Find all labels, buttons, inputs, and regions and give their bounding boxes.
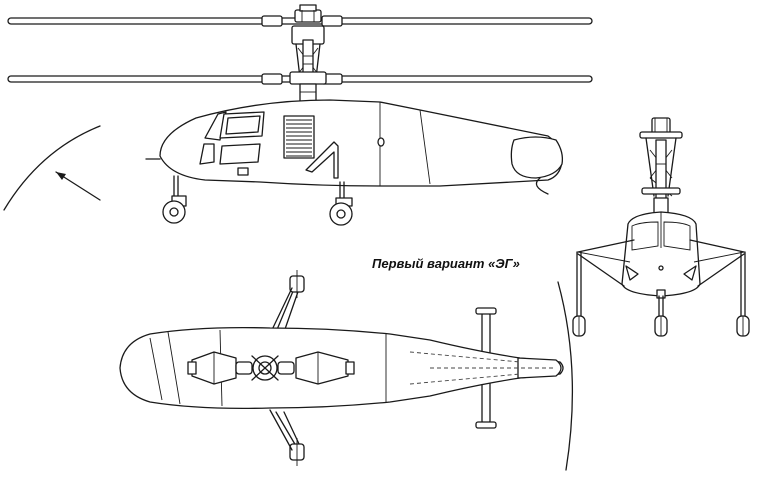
upper-rotor-hub (295, 5, 321, 22)
rotor-mast (292, 26, 324, 78)
drawing-caption: Первый вариант «ЭГ» (372, 256, 520, 271)
rotor-disc-arc (4, 126, 100, 210)
front-landing-gear (163, 176, 186, 223)
engine-louvre (284, 116, 314, 158)
lower-mast (300, 84, 316, 102)
lower-rotor-blade (8, 72, 592, 84)
tail-cap (511, 137, 562, 178)
top-view (120, 270, 572, 470)
front-view (573, 118, 749, 336)
side-view (8, 5, 592, 225)
rear-landing-gear (330, 182, 352, 225)
cockpit-windows (200, 112, 264, 175)
rotor-blades-plan (188, 352, 354, 384)
